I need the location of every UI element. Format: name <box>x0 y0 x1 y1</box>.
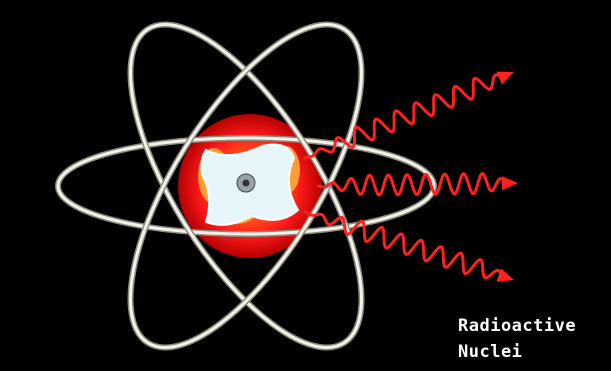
caption-line-1: Radioactive <box>458 318 576 335</box>
nucleus-center-dot <box>243 180 250 187</box>
caption-line-2: Nuclei <box>458 344 522 361</box>
